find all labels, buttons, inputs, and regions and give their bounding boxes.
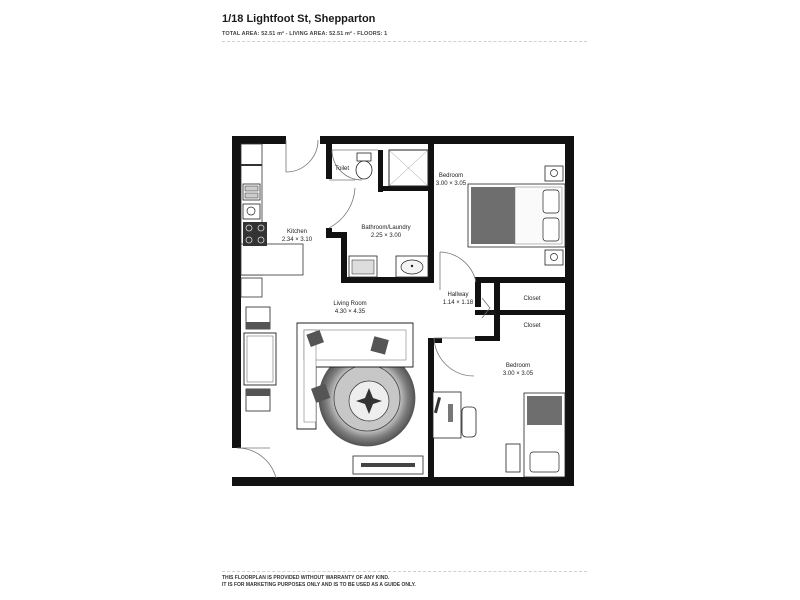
room-dims-kitchen: 2.34 × 3.10: [282, 237, 313, 243]
interior-walls: [326, 136, 574, 478]
outer-walls: [232, 136, 574, 486]
living-room-furniture: [243, 306, 424, 475]
room-dims-bedroom-2: 3.00 × 3.05: [503, 371, 534, 377]
room-label-toilet: Toilet: [335, 166, 349, 172]
bedroom-1-furniture: [467, 165, 566, 266]
kitchen-fixtures: [240, 143, 304, 298]
room-label-kitchen: Kitchen: [287, 229, 307, 235]
disclaimer-line-2: IT IS FOR MARKETING PURPOSES ONLY AND IS…: [222, 581, 416, 588]
room-label-closet-2: Closet: [523, 323, 540, 329]
header-divider: [222, 41, 587, 42]
room-label-bathroom-laundry: Bathroom/Laundry: [361, 225, 410, 231]
room-label-living-room: Living Room: [333, 301, 366, 307]
room-label-hallway: Hallway: [447, 292, 468, 298]
room-label-clos: Clos: [484, 311, 496, 317]
footer-divider: [222, 571, 587, 572]
room-dims-hallway: 1.14 × 1.18: [443, 300, 474, 306]
room-label-bedroom-1: Bedroom: [439, 173, 463, 179]
room-dims-living-room: 4.30 × 4.35: [335, 309, 366, 315]
bedroom-2-furniture: [432, 391, 566, 478]
room-label-closet-1: Closet: [523, 296, 540, 302]
room-label-bedroom-2: Bedroom: [506, 363, 530, 369]
bathroom-fixtures: [348, 149, 429, 278]
page-title: 1/18 Lightfoot St, Shepparton: [222, 13, 376, 25]
doors: [236, 139, 491, 479]
disclaimer-line-1: THIS FLOORPLAN IS PROVIDED WITHOUT WARRA…: [222, 575, 390, 581]
area-summary: TOTAL AREA: 52.51 m² - LIVING AREA: 52.5…: [222, 31, 388, 37]
footer-disclaimer: THIS FLOORPLAN IS PROVIDED WITHOUT WARRA…: [222, 575, 416, 588]
room-dims-bedroom-1: 3.00 × 3.05: [436, 181, 467, 187]
room-dims-bathroom-laundry: 2.25 × 3.00: [371, 233, 402, 239]
